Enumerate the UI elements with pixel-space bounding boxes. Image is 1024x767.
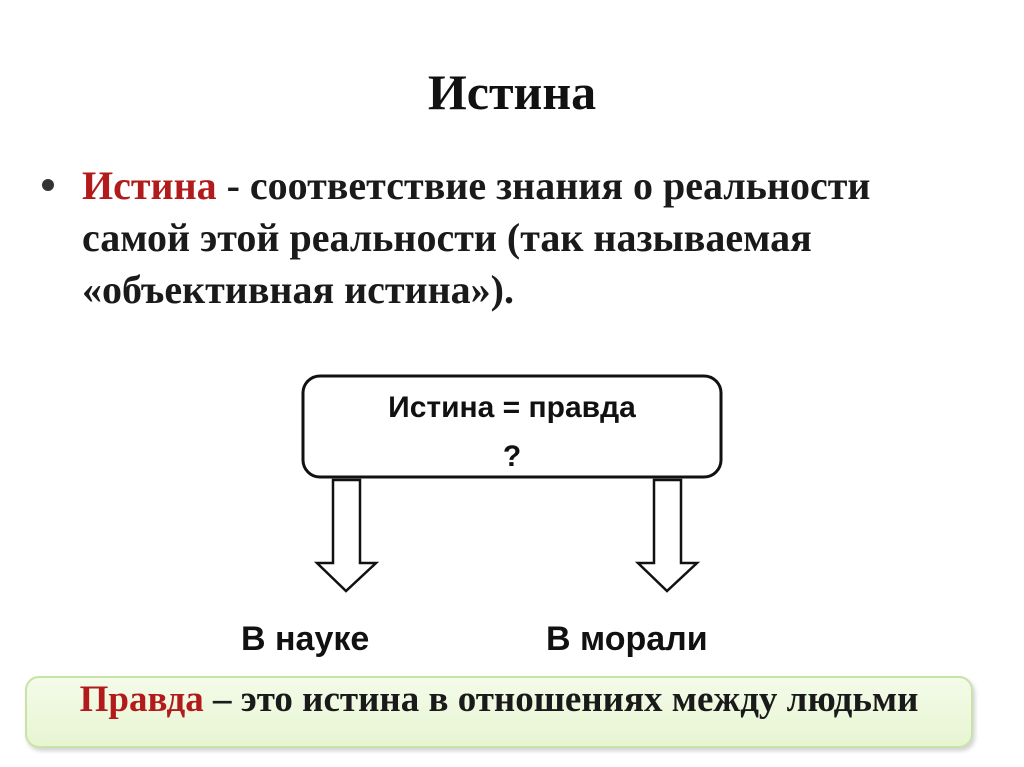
definition-paragraph: Истина - соответствие знания о реальност… — [82, 160, 902, 316]
arrow-down-right-icon — [634, 478, 701, 593]
definition-text: - соответствие знания о реальности самой… — [82, 163, 871, 312]
bullet-icon — [42, 179, 54, 191]
truth-box — [301, 374, 723, 479]
note-term: Правда — [79, 679, 204, 720]
note-box — [25, 676, 973, 748]
morality-label: В морали — [546, 620, 708, 658]
truth-box-line1: Истина = правда — [388, 391, 636, 424]
definition-term: Истина — [82, 163, 217, 208]
truth-box-line2: ? — [503, 440, 521, 473]
science-label: В науке — [241, 620, 370, 658]
note-definition: – это истина в отношениях между людьми — [203, 679, 919, 720]
note-text: Правда – это истина в отношениях между л… — [25, 674, 973, 726]
slide-title: Истина — [427, 64, 597, 120]
arrow-down-left-icon — [313, 478, 380, 593]
